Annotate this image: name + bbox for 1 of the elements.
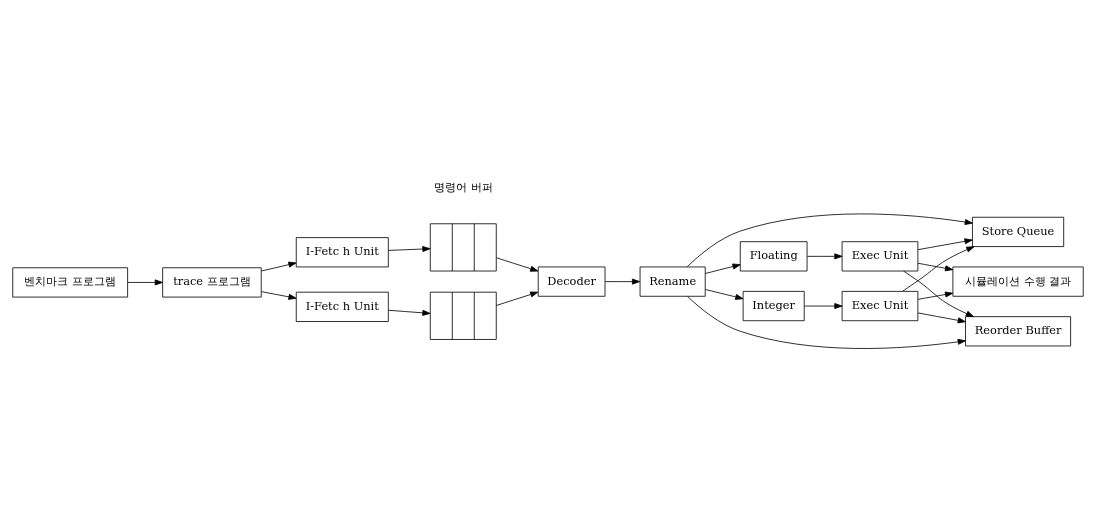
label: 명령어 버퍼 [433,179,493,194]
